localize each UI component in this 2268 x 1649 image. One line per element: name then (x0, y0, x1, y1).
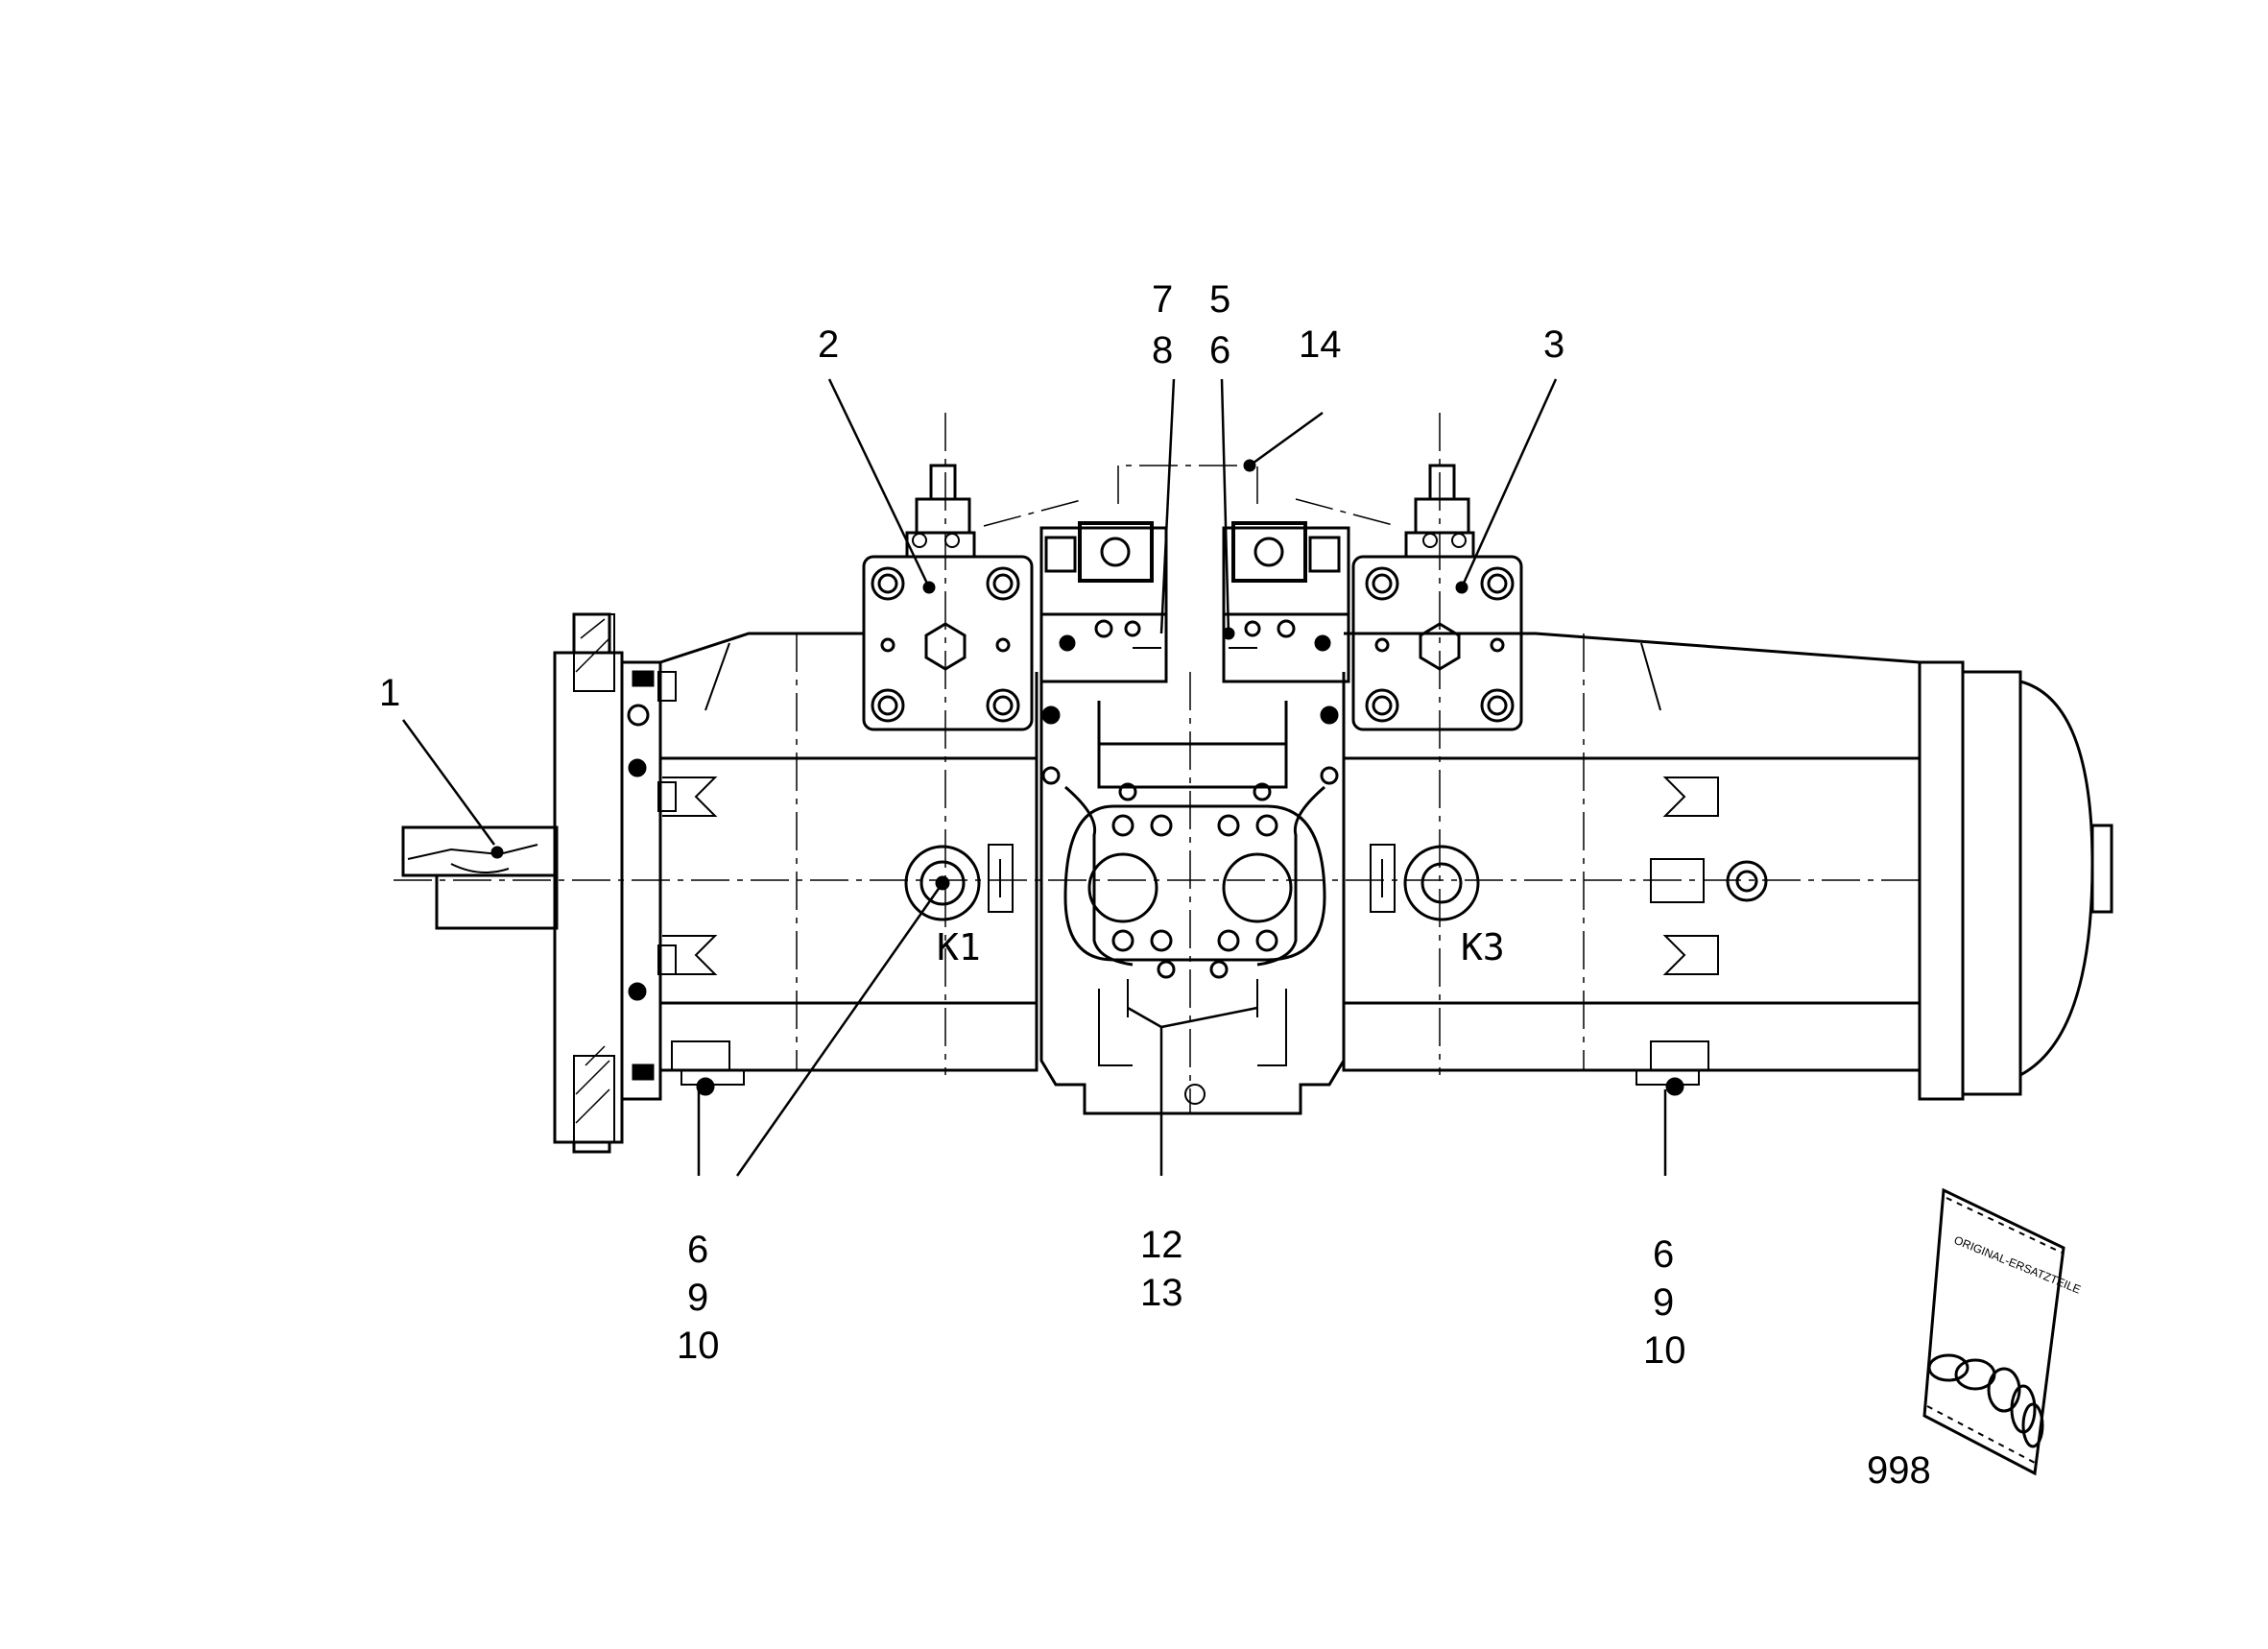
leader-5-6 (1220, 378, 1230, 634)
callout-br-10: 10 (1643, 1329, 1686, 1372)
leader-7-8 (1159, 378, 1176, 634)
port-k1 (904, 844, 1014, 921)
leader-3 (1460, 378, 1558, 588)
callout-7: 7 (1152, 278, 1173, 321)
callout-13: 13 (1140, 1272, 1183, 1314)
callout-2: 2 (818, 323, 839, 366)
drive-shaft (401, 825, 559, 930)
callout-bl-10: 10 (677, 1325, 720, 1367)
pump-housing (627, 632, 1922, 1072)
drain-fitting-left (671, 1040, 745, 1096)
callout-labels: 1 2 3 7 8 5 6 14 6 9 10 12 13 6 9 10 998… (379, 278, 1931, 1492)
seal-kit-bag-icon: ORIGINAL-ERSATZTEILE (1922, 1187, 2083, 1476)
leader-lines (401, 378, 1667, 1177)
port-label-k3: K3 (1461, 926, 1505, 968)
callout-8: 8 (1152, 329, 1173, 371)
callout-br-6: 6 (1653, 1233, 1674, 1276)
center-lines (394, 413, 1920, 1113)
solenoid-valve-right (1222, 521, 1350, 683)
callout-14: 14 (1299, 323, 1342, 366)
callout-5: 5 (1209, 278, 1230, 321)
leader-2 (827, 378, 931, 588)
callout-bl-9: 9 (687, 1277, 708, 1319)
mounting-flange (553, 612, 662, 1154)
callout-998: 998 (1867, 1449, 1931, 1492)
solenoid-valve-left (1039, 521, 1168, 683)
callout-12: 12 (1140, 1224, 1183, 1266)
regulator-right (1351, 464, 1523, 731)
callout-6-top: 6 (1209, 329, 1230, 371)
port-k3 (1370, 844, 1480, 921)
leader-k1 (735, 882, 944, 1177)
callout-3: 3 (1543, 323, 1564, 366)
port-label-k1: K1 (937, 926, 981, 968)
drain-fitting-right (1635, 1040, 1709, 1096)
leader-14 (1249, 411, 1324, 467)
callout-bl-6: 6 (687, 1229, 708, 1271)
callout-br-9: 9 (1653, 1281, 1674, 1324)
leader-1 (401, 719, 496, 846)
center-port-block (1039, 672, 1346, 1115)
kit-bag-label: ORIGINAL-ERSATZTEILE (1952, 1233, 2083, 1297)
callout-1: 1 (379, 672, 400, 714)
